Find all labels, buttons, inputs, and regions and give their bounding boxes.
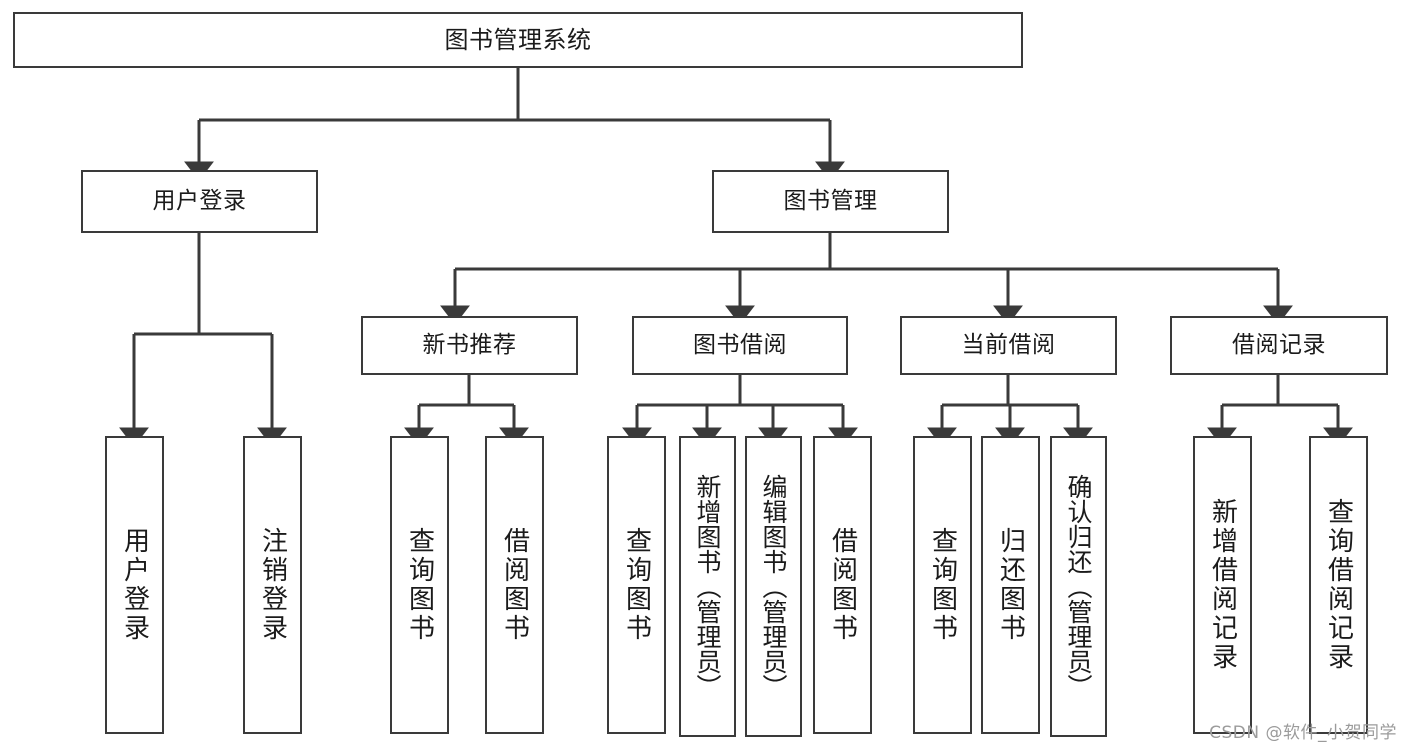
node-new-book-recommend[interactable]: 新书推荐	[361, 316, 578, 375]
node-label: 归还图书	[995, 527, 1026, 643]
node-leaf-return-book[interactable]: 归还图书	[981, 436, 1040, 734]
node-label: 注销登录	[257, 527, 288, 643]
node-label: 图书管理系统	[444, 25, 592, 54]
node-label: 查询图书	[927, 527, 958, 643]
node-leaf-edit-book-admin[interactable]: 编辑图书（管理员）	[745, 436, 802, 737]
node-label: 确认归还（管理员）	[1064, 474, 1093, 699]
node-label: 新书推荐	[422, 331, 517, 358]
node-leaf-query-book-current[interactable]: 查询图书	[913, 436, 972, 734]
node-label: 编辑图书（管理员）	[759, 474, 788, 699]
node-label: 图书管理	[783, 187, 878, 214]
node-leaf-query-book-recommend[interactable]: 查询图书	[390, 436, 449, 734]
node-label: 用户登录	[119, 527, 150, 643]
node-label: 新增图书（管理员）	[693, 474, 722, 699]
node-current-borrow[interactable]: 当前借阅	[900, 316, 1117, 375]
node-borrow-record[interactable]: 借阅记录	[1170, 316, 1388, 375]
node-label: 图书借阅	[693, 331, 787, 358]
node-label: 借阅图书	[827, 527, 858, 643]
node-label: 借阅记录	[1232, 331, 1326, 358]
node-leaf-add-book-admin[interactable]: 新增图书（管理员）	[679, 436, 736, 737]
node-label: 查询图书	[404, 527, 435, 643]
node-root-system[interactable]: 图书管理系统	[13, 12, 1023, 68]
node-leaf-borrow-book[interactable]: 借阅图书	[813, 436, 872, 734]
node-leaf-user-login[interactable]: 用户登录	[105, 436, 164, 734]
node-book-borrow[interactable]: 图书借阅	[632, 316, 848, 375]
node-leaf-logout[interactable]: 注销登录	[243, 436, 302, 734]
node-leaf-add-borrow-record[interactable]: 新增借阅记录	[1193, 436, 1252, 734]
node-book-management[interactable]: 图书管理	[712, 170, 949, 233]
node-leaf-query-book-borrow[interactable]: 查询图书	[607, 436, 666, 734]
node-label: 查询借阅记录	[1323, 498, 1354, 672]
node-leaf-confirm-return-admin[interactable]: 确认归还（管理员）	[1050, 436, 1107, 737]
watermark: CSDN @软件_小贺同学	[1209, 723, 1397, 743]
node-label: 用户登录	[152, 187, 247, 214]
node-label: 查询图书	[621, 527, 652, 643]
node-label: 新增借阅记录	[1207, 498, 1238, 672]
node-leaf-query-borrow-record[interactable]: 查询借阅记录	[1309, 436, 1368, 734]
node-leaf-borrow-book-recommend[interactable]: 借阅图书	[485, 436, 544, 734]
node-user-login[interactable]: 用户登录	[81, 170, 318, 233]
node-label: 当前借阅	[961, 331, 1056, 358]
node-label: 借阅图书	[499, 527, 530, 643]
